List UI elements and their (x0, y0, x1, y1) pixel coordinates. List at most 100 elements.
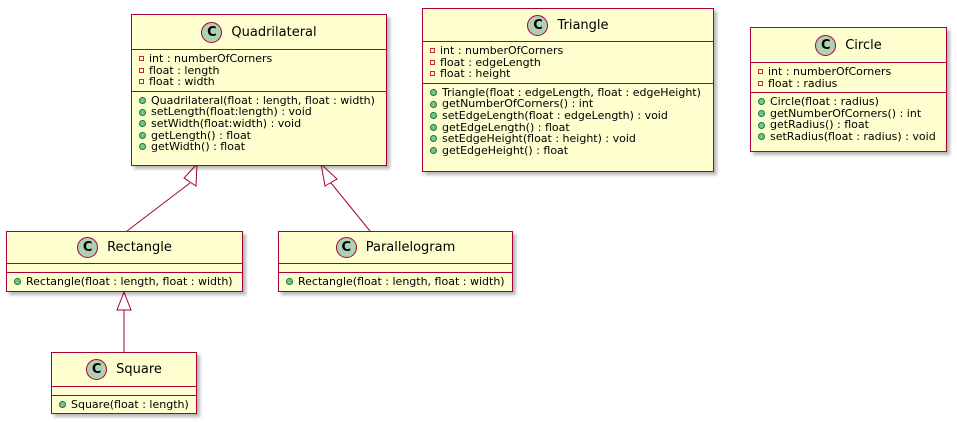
class-stereotype-icon: C (201, 21, 223, 43)
private-visibility-icon (758, 69, 763, 75)
class-stereotype-icon: C (527, 14, 549, 36)
method-row: Rectangle(float : length, float : width) (14, 276, 242, 288)
class-header: C Quadrilateral (132, 15, 386, 50)
method-row: getEdgeLength() : float (430, 120, 713, 134)
method-row: Rectangle(float : length, float : width) (286, 276, 512, 288)
method-text: Quadrilateral(float : length, float : wi… (151, 93, 375, 107)
method-row: getWidth() : float (139, 141, 386, 153)
field-row: float : height (430, 68, 713, 80)
public-visibility-icon (758, 133, 765, 141)
private-visibility-icon (139, 67, 144, 73)
method-row: Quadrilateral(float : length, float : wi… (139, 95, 386, 107)
class-name: Quadrilateral (231, 24, 317, 40)
method-text: getRadius() : float (770, 118, 869, 132)
method-row: getNumberOfCorners() : int (758, 108, 946, 120)
method-text: Circle(float : radius) (770, 95, 879, 109)
class-methods: Rectangle(float : length, float : width) (279, 273, 512, 291)
method-text: getEdgeLength() : float (442, 120, 570, 134)
class-stereotype-icon: C (335, 237, 357, 258)
method-text: Square(float : length) (71, 398, 189, 411)
private-visibility-icon (430, 71, 435, 77)
class-fields-empty (52, 387, 196, 396)
public-visibility-icon (430, 112, 437, 120)
public-visibility-icon (139, 97, 146, 105)
private-visibility-icon (139, 79, 144, 85)
field-row: float : radius (758, 77, 946, 90)
class-name: Circle (845, 37, 882, 53)
method-text: getLength() : float (151, 128, 251, 142)
class-name: Triangle (557, 17, 609, 33)
edge-parallelogram-quadrilateral (320, 162, 371, 232)
public-visibility-icon (430, 147, 437, 155)
edge-square-rectangle (116, 290, 132, 352)
public-visibility-icon (139, 120, 146, 128)
method-row: Triangle(float : edgeLength, float : edg… (430, 87, 713, 99)
class-fields-empty (279, 264, 512, 273)
class-methods: Circle(float : radius)getNumberOfCorners… (751, 93, 946, 145)
method-text: Triangle(float : edgeLength, float : edg… (442, 85, 701, 99)
edge-rectangle-quadrilateral (126, 162, 198, 232)
field-row: int : numberOfCorners (758, 66, 946, 78)
method-row: getRadius() : float (758, 119, 946, 131)
class-methods: Triangle(float : edgeLength, float : edg… (423, 84, 713, 160)
class-fields-empty (7, 264, 242, 273)
public-visibility-icon (430, 89, 437, 97)
class-name: Square (116, 362, 162, 377)
method-row: getLength() : float (139, 128, 386, 142)
method-row: setRadius(float : radius) : void (758, 131, 946, 143)
method-row: setEdgeLength(float : edgeLength) : void (430, 110, 713, 122)
public-visibility-icon (430, 100, 437, 108)
public-visibility-icon (758, 98, 765, 106)
class-header: C Square (52, 353, 196, 387)
field-row: int : numberOfCorners (430, 45, 713, 57)
method-text: Rectangle(float : length, float : width) (26, 275, 233, 288)
field-text: int : numberOfCorners (149, 52, 273, 65)
class-name: Rectangle (107, 240, 172, 255)
method-text: getNumberOfCorners() : int (442, 97, 594, 111)
public-visibility-icon (14, 278, 21, 286)
public-visibility-icon (430, 135, 437, 143)
class-header: C Rectangle (7, 232, 242, 264)
private-visibility-icon (430, 59, 435, 65)
private-visibility-icon (430, 48, 435, 54)
method-row: getEdgeHeight() : float (430, 145, 713, 157)
field-row: int : numberOfCorners (139, 53, 386, 65)
public-visibility-icon (139, 108, 146, 116)
field-text: float : height (440, 67, 511, 81)
public-visibility-icon (139, 131, 146, 139)
field-text: float : length (149, 63, 220, 77)
class-stereotype-icon: C (815, 34, 837, 56)
method-text: getNumberOfCorners() : int (770, 106, 922, 120)
class-stereotype-icon: C (86, 359, 108, 380)
class-stereotype-icon: C (77, 237, 99, 258)
field-text: float : width (149, 75, 215, 89)
method-text: getEdgeHeight() : float (442, 143, 569, 157)
public-visibility-icon (430, 123, 437, 131)
method-row: setLength(float:length) : void (139, 106, 386, 118)
public-visibility-icon (758, 110, 765, 118)
method-text: getWidth() : float (151, 140, 246, 154)
field-row: float : length (139, 63, 386, 77)
method-text: setLength(float:length) : void (151, 105, 312, 119)
field-text: float : edgeLength (440, 55, 541, 69)
method-row: Circle(float : radius) (758, 96, 946, 108)
class-header: C Circle (751, 28, 946, 63)
field-row: float : edgeLength (430, 55, 713, 69)
method-row: Square(float : length) (59, 399, 196, 411)
field-text: int : numberOfCorners (768, 65, 892, 78)
class-header: C Triangle (423, 9, 713, 42)
method-row: setWidth(float:width) : void (139, 118, 386, 130)
method-row: setEdgeHeight(float : height) : void (430, 133, 713, 145)
public-visibility-icon (59, 401, 66, 409)
class-methods: Square(float : length) (52, 396, 196, 414)
